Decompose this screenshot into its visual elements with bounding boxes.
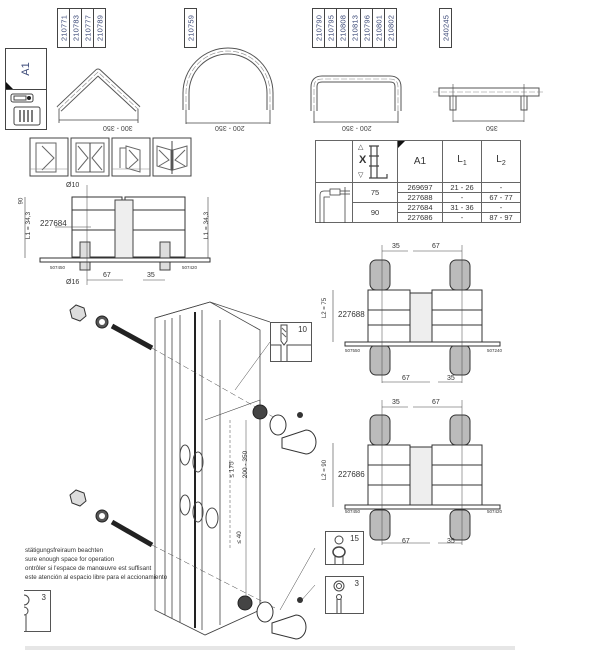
exploded-assembly-drawing	[69, 301, 317, 640]
double-leaf-mullion-icon	[152, 137, 192, 177]
footer-bar	[25, 646, 515, 650]
note-es: este atención al espacio libre para el a…	[25, 574, 168, 581]
upper-handle-rosette	[252, 404, 317, 455]
table-row: 75 269697 21 - 26 -	[315, 182, 521, 223]
dim-top-35: 35	[392, 243, 400, 250]
part-numbers-u: 210790 210795 210808 210813 210796 21080…	[312, 8, 397, 48]
bar-handle-span: 350	[486, 124, 498, 131]
arched-handle-span: 200 - 350	[215, 124, 245, 131]
upper-fixing-set	[69, 304, 276, 419]
dim-le-40: ≤ 40	[235, 531, 243, 544]
drill-bit-icon	[271, 324, 311, 361]
u-handle-drawing	[310, 75, 402, 123]
profile-right-75: 507240	[487, 348, 503, 353]
dim-200-350: 200 - 350	[242, 450, 250, 479]
dim-top-67-90: 67	[432, 399, 440, 406]
spec-table-x-header: X △ ▽	[352, 140, 398, 183]
single-leaf-icon	[29, 137, 69, 177]
lower-fixing-set	[69, 489, 276, 609]
note-de: stätigungsfreiraum beachten	[25, 547, 104, 554]
spec-table-l1-header: L1	[442, 140, 482, 183]
spec-table-l2-header: L2	[481, 140, 521, 183]
table-row: 227686 - 87 - 97	[316, 212, 521, 223]
dim-le-175: ≤ 175	[228, 461, 236, 478]
diam-bottom-label: Ø16	[66, 279, 80, 286]
note-en: sure enough space for operation	[25, 556, 115, 563]
part-label-227684: 227684	[40, 219, 67, 228]
mounting-diagram-icon	[319, 187, 350, 223]
dim-bottom-67-90: 67	[402, 538, 410, 545]
profile-left-90: 507450	[345, 509, 361, 514]
dim-top-35-90: 35	[392, 399, 400, 406]
arched-handle-drawing	[182, 47, 274, 110]
part-numbers-arched: 210759	[184, 8, 197, 48]
screw-hex-detail-box: 15	[325, 531, 364, 565]
dim-bottom-67: 67	[402, 375, 410, 382]
spec-table-corner	[315, 140, 353, 183]
handle-slot-icon	[10, 93, 41, 126]
drill-detail-box: 10	[270, 322, 312, 362]
dim-l2-75: L2 = 75	[322, 297, 329, 319]
hex-screw-icon	[332, 535, 346, 564]
dim-67: 67	[103, 272, 111, 279]
profile-right: 507420	[182, 265, 198, 270]
dim-top-67: 67	[432, 243, 440, 250]
part-numbers-angled: 210771 210783 210777 210789	[57, 8, 106, 48]
part-label-227688: 227688	[338, 310, 365, 319]
angled-handle-drawing	[56, 68, 141, 123]
section-drawing-227688	[332, 245, 501, 383]
arched-handle-dimension	[185, 110, 271, 124]
dim-left-l1: L1 = 34,3	[25, 211, 33, 240]
a1-code: A1	[6, 49, 46, 90]
bar-handle-drawing	[433, 84, 545, 122]
offset-leaf-icon	[111, 137, 151, 177]
dim-35: 35	[147, 272, 155, 279]
dim-l2-90: L2 = 90	[322, 459, 329, 481]
section-drawing-227686	[332, 400, 501, 545]
dim-bottom-35: 35	[447, 375, 455, 382]
profile-right-90: 507420	[487, 509, 503, 514]
u-handle-span: 200 - 350	[342, 124, 372, 131]
profile-left-75: 507550	[345, 348, 361, 353]
section-drawing-227684	[24, 185, 211, 285]
dim-bottom-35-90: 35	[447, 538, 455, 545]
angled-handle-span: 300 - 350	[103, 124, 133, 131]
pin-screw-icon	[333, 580, 345, 613]
part-numbers-bar: 240245	[439, 8, 452, 48]
note-fr: ontrôler si l'espace de manœuvre est suf…	[25, 565, 152, 572]
dim-height-90: 90	[18, 197, 25, 205]
spec-table: X △ ▽ A1 L1 L2 75 269697 21 - 26 -	[315, 140, 521, 223]
a1-side-label: A1	[5, 48, 47, 130]
spec-table-a1-header: A1	[397, 140, 443, 183]
profile-left: 507450	[50, 265, 66, 270]
dim-right-l1: L1 = 34,3	[203, 211, 211, 240]
screw-pin-detail-box: 3	[325, 576, 364, 614]
left-pin-detail-box: 3	[23, 590, 51, 632]
profile-section-icon	[369, 145, 388, 179]
part-label-227686: 227686	[338, 470, 365, 479]
diam-top-label: Ø10	[66, 182, 80, 189]
lower-handle-rosette	[237, 595, 307, 640]
double-leaf-icon	[70, 137, 110, 177]
opening-type-icons	[29, 137, 192, 177]
pin-detail-icon	[23, 594, 30, 631]
